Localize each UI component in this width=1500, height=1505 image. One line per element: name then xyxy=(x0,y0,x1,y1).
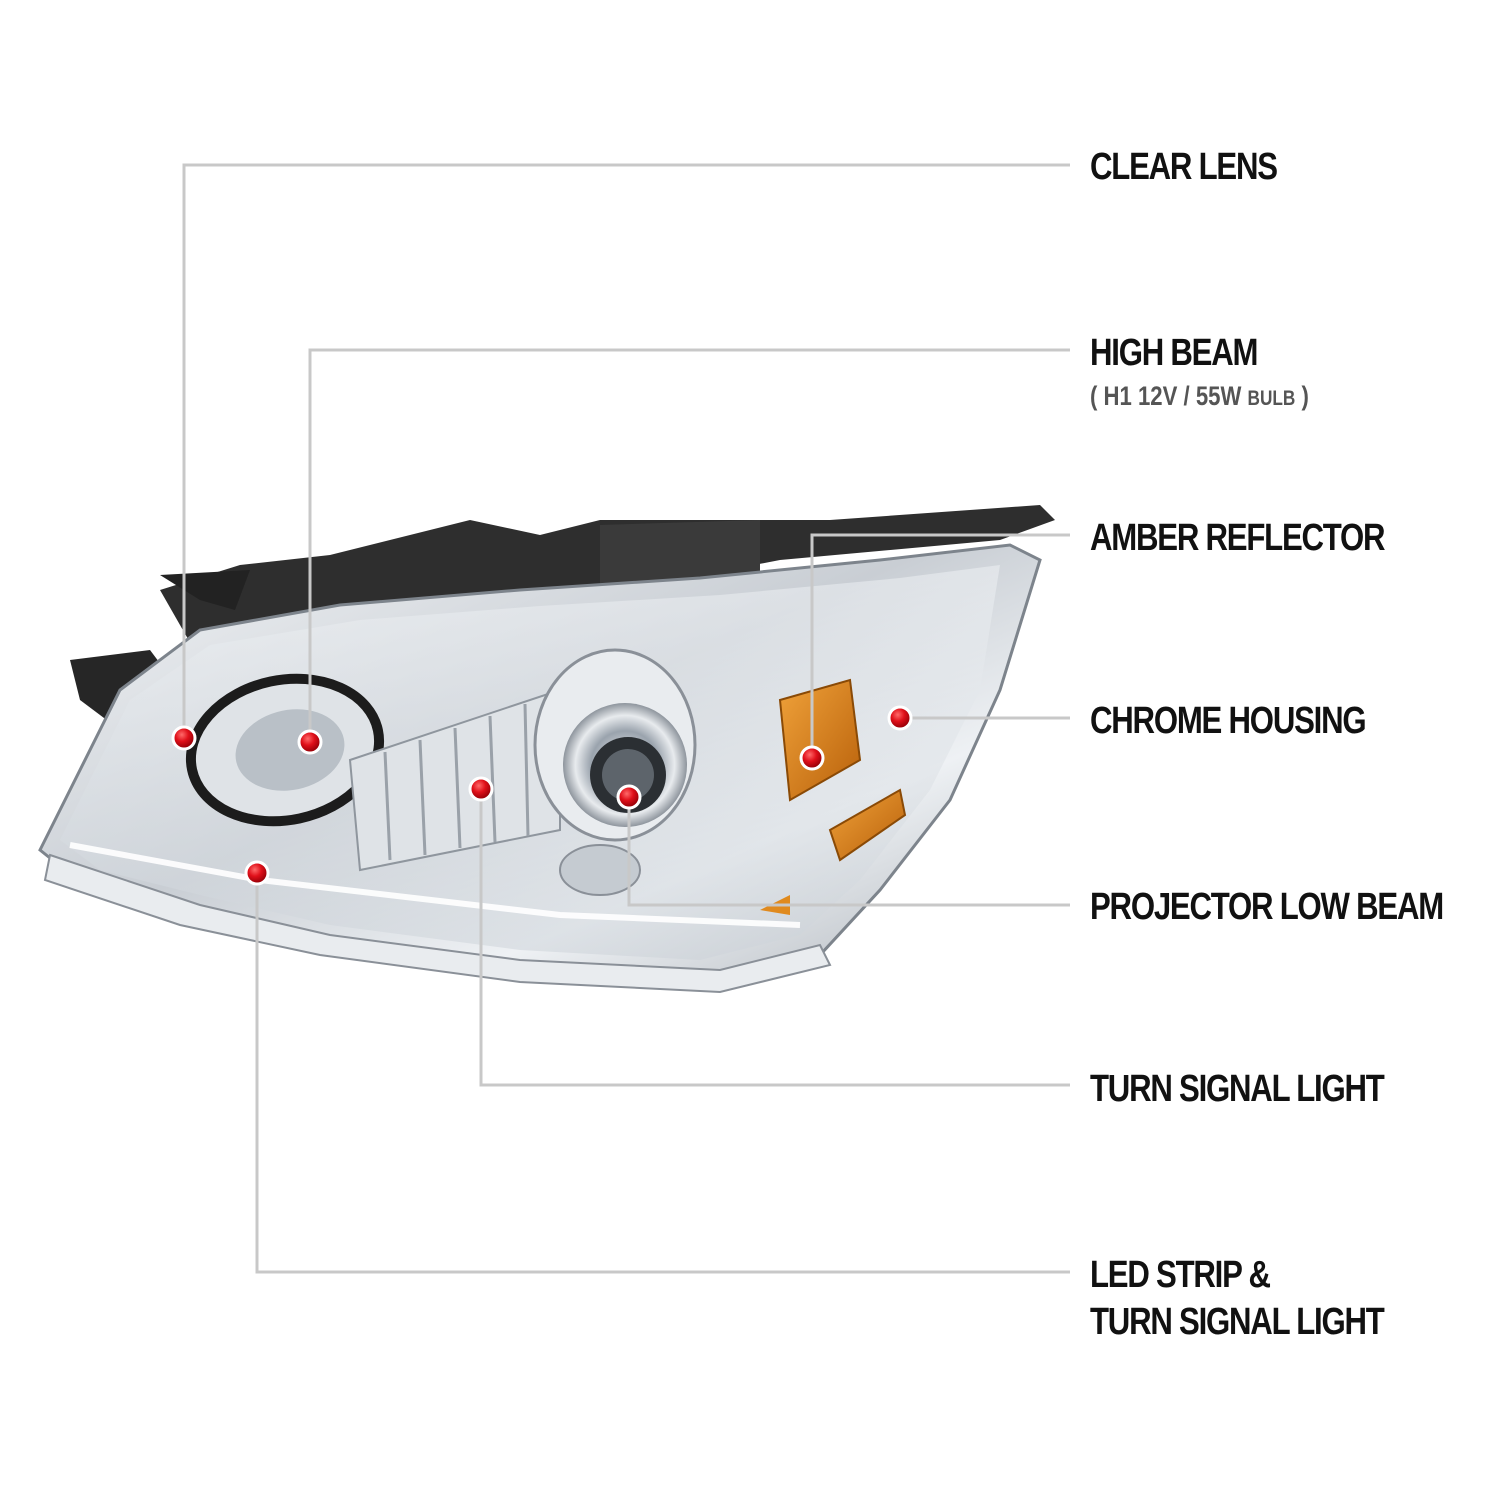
label-projector-low-beam: PROJECTOR LOW BEAM xyxy=(1090,886,1444,928)
label-amber-reflector: AMBER REFLECTOR xyxy=(1090,517,1386,559)
leader-clear-lens xyxy=(182,163,1070,738)
leader-projector-low-beam xyxy=(627,797,1070,907)
label-high-beam: HIGH BEAM xyxy=(1090,332,1258,374)
turn-signal-reflector xyxy=(348,688,561,872)
amber-reflector-upper xyxy=(778,678,862,802)
label-chrome-housing: CHROME HOUSING xyxy=(1090,700,1367,742)
marker-turn-signal-light xyxy=(468,776,494,802)
leader-lines xyxy=(182,163,1070,1274)
leader-led-strip xyxy=(255,873,1070,1274)
marker-led-strip xyxy=(244,860,270,886)
marker-dots xyxy=(171,705,913,886)
projector xyxy=(533,648,697,896)
marker-high-beam xyxy=(297,729,323,755)
label-high-beam-spec: ( H1 12V / 55W BULB ) xyxy=(1090,383,1309,410)
marker-projector-low-beam xyxy=(616,784,642,810)
spec-open-paren: ( xyxy=(1090,381,1098,411)
marker-amber-reflector xyxy=(799,745,825,771)
leader-turn-signal-light xyxy=(479,789,1070,1087)
amber-reflector-lower xyxy=(828,788,907,862)
spec-close-paren: ) xyxy=(1301,381,1309,411)
leader-high-beam xyxy=(308,348,1070,742)
label-clear-lens: CLEAR LENS xyxy=(1090,146,1278,188)
led-strip-band xyxy=(43,853,832,994)
marker-clear-lens xyxy=(171,725,197,751)
spec-text: H1 12V / 55W xyxy=(1103,381,1242,411)
leader-amber-reflector xyxy=(810,533,1070,758)
marker-chrome-housing xyxy=(887,705,913,731)
spec-bulb: BULB xyxy=(1247,387,1296,410)
label-led-strip-line2: TURN SIGNAL LIGHT xyxy=(1090,1301,1385,1343)
label-turn-signal-light: TURN SIGNAL LIGHT xyxy=(1090,1068,1385,1110)
label-led-strip-line1: LED STRIP & xyxy=(1090,1254,1271,1296)
